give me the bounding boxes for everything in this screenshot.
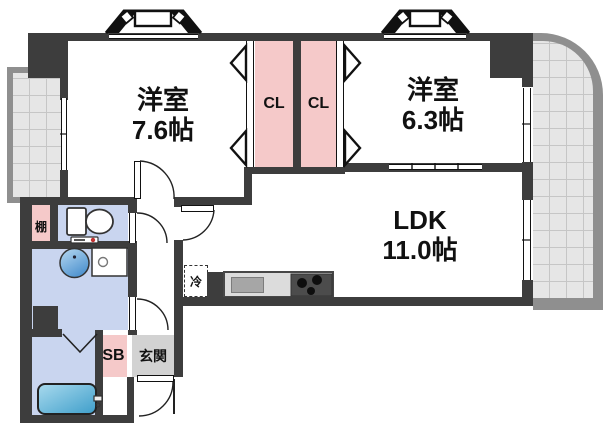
wall-west-room1-lower	[60, 170, 68, 205]
wall-topleft-corner	[28, 33, 66, 78]
closet-right-area	[301, 40, 336, 167]
front-door-swing-arc	[138, 381, 174, 417]
wall-top	[28, 33, 533, 41]
shoe-box-door-strip	[127, 335, 132, 377]
wall-toilet-divider	[32, 241, 137, 249]
closet-left-bifold-icon	[229, 127, 248, 169]
room2-label: 洋室 6.3帖	[363, 75, 503, 136]
kitchen-sink	[231, 277, 264, 293]
refrigerator-label: 冷	[189, 275, 202, 289]
bay-window-room1-icon	[104, 9, 203, 34]
closet-left-bifold-icon	[229, 42, 248, 84]
window-room2-top	[384, 34, 466, 39]
closet-left-area	[255, 40, 293, 167]
wall-bath-sb-divider	[95, 330, 103, 423]
closet-right-door-panel	[336, 41, 344, 167]
wall-corridor-west-b	[128, 243, 137, 297]
toilet-door-swing-arc	[136, 212, 168, 244]
room1-door-swing-arc	[139, 160, 175, 200]
bay-window-room2-icon	[380, 9, 471, 34]
washbasin-icon	[59, 247, 128, 279]
terrace-floor	[13, 73, 65, 197]
room1-name: 洋室	[136, 85, 189, 115]
wall-ldk-bottom	[180, 297, 533, 306]
closet-right-label: CL	[307, 95, 330, 112]
closet-left-door-panel	[246, 41, 254, 167]
wall-closet-jamb	[244, 167, 252, 205]
front-door-leaf	[137, 375, 174, 382]
room2-size: 6.3帖	[401, 104, 465, 135]
wall-corridor-east-b	[174, 240, 183, 377]
room2-name: 洋室	[406, 75, 459, 105]
closet-right-bifold-icon	[343, 42, 362, 84]
wall-porch-left-jamb	[127, 377, 134, 423]
bathtub-icon	[37, 383, 103, 415]
ldk-name: LDK	[393, 205, 447, 235]
entrance-floor	[132, 335, 174, 377]
wall-bottom-exterior	[20, 415, 133, 423]
closet-right-bifold-icon	[343, 127, 362, 169]
room1-door-leaf	[134, 161, 141, 199]
wall-room1-bottom-left	[20, 197, 137, 205]
wall-west-room1-upper	[60, 40, 68, 100]
wall-bath-top	[32, 329, 62, 337]
window-room1-top	[109, 34, 198, 39]
porch-right-line	[173, 379, 175, 414]
wall-east-c	[522, 280, 533, 298]
wall-east-a	[522, 40, 533, 87]
ldk-size: 11.0帖	[382, 234, 458, 265]
wall-room1-bottom-right	[174, 197, 252, 205]
entrance-label: 玄関	[139, 348, 167, 364]
ldk-door-swing-arc	[182, 209, 215, 241]
wall-kitchen-stub	[207, 272, 223, 298]
shelf-area	[32, 205, 50, 241]
toilet-icon	[66, 207, 114, 244]
wall-corridor-west-a	[128, 205, 137, 213]
shelf-label: 棚	[34, 220, 47, 234]
wall-west-exterior	[20, 197, 32, 423]
wall-closet-bottom	[244, 167, 345, 174]
washroom-door-swing-arc	[136, 298, 169, 331]
wall-east-b	[522, 162, 533, 200]
wall-corridor-west-c	[128, 330, 137, 335]
ldk-label: LDK 11.0帖	[350, 205, 490, 266]
bath-folding-door-icon	[62, 333, 98, 354]
washroom-doorway	[129, 297, 136, 330]
wall-corridor-east-a	[174, 197, 183, 207]
wall-closet-middle	[293, 40, 301, 167]
closet-left-label: CL	[263, 95, 285, 112]
ldk-door-leaf	[181, 205, 214, 212]
wall-pipe-space	[33, 306, 58, 330]
balcony-floor	[533, 41, 593, 298]
window-room2-east	[523, 88, 531, 162]
shoe-box-area	[100, 335, 127, 377]
room1-label: 洋室 7.6帖	[93, 85, 233, 146]
wall-shelf-right	[50, 205, 58, 249]
stove-icon	[290, 273, 333, 297]
toilet-doorway	[129, 213, 136, 243]
shoe-box-label: SB	[102, 347, 125, 364]
room1-size: 7.6帖	[131, 114, 195, 145]
